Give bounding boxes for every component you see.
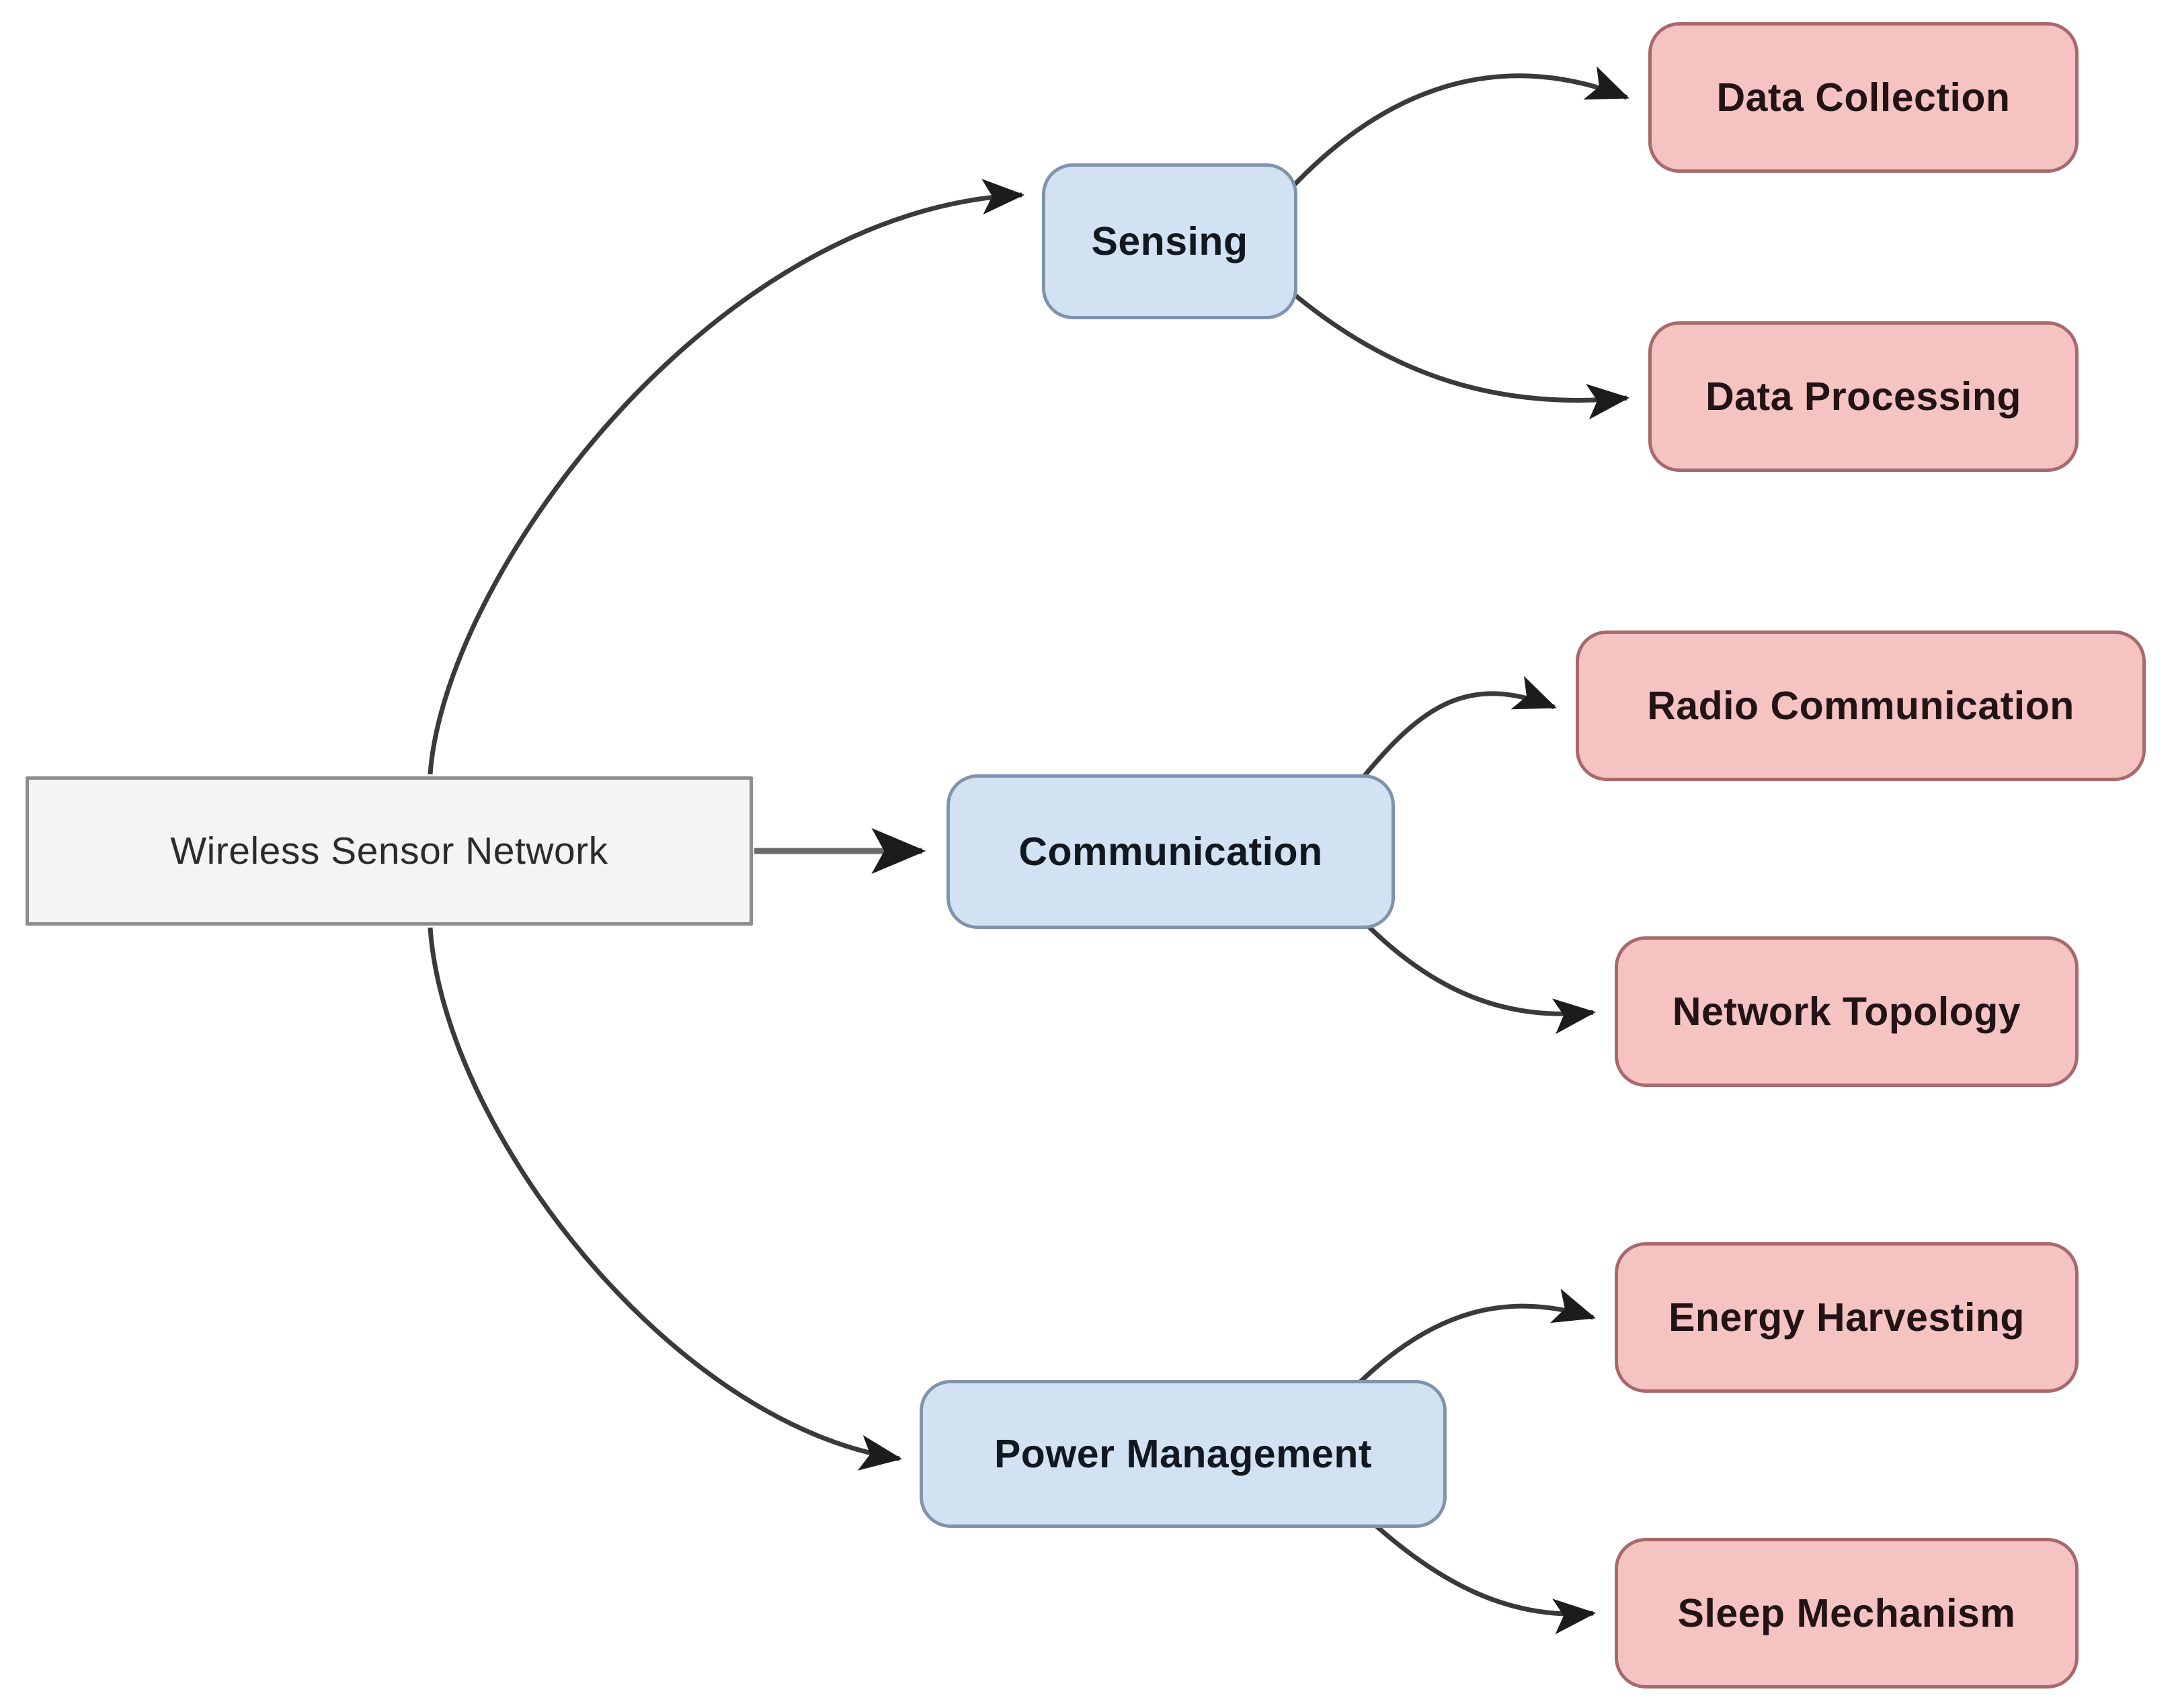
node-label-communication: Communication [1018, 829, 1323, 874]
node-label-network-topology: Network Topology [1672, 989, 2021, 1034]
node-label-radio-communication: Radio Communication [1647, 683, 2074, 728]
node-sleep-mechanism[interactable]: Sleep Mechanism [1615, 1538, 2079, 1689]
edge-sensing-data-collection [1286, 66, 1629, 194]
node-power-management[interactable]: Power Management [920, 1380, 1447, 1528]
node-communication[interactable]: Communication [946, 774, 1395, 929]
node-label-power-management: Power Management [994, 1431, 1373, 1476]
edge-power-energy [1353, 1289, 1597, 1389]
edge-sensing-data-processing [1287, 288, 1630, 420]
node-energy-harvesting[interactable]: Energy Harvesting [1615, 1242, 2079, 1393]
node-wireless-sensor-network[interactable]: Wireless Sensor Network [26, 776, 753, 926]
node-label-energy-harvesting: Energy Harvesting [1668, 1295, 2025, 1340]
node-label-sensing: Sensing [1091, 218, 1248, 263]
node-data-processing[interactable]: Data Processing [1648, 321, 2079, 472]
edge-communication-topology [1348, 905, 1597, 1034]
node-sensing[interactable]: Sensing [1042, 163, 1297, 319]
edge-root-power [428, 927, 903, 1471]
node-label-sleep-mechanism: Sleep Mechanism [1677, 1590, 2016, 1635]
node-label-wireless-sensor-network: Wireless Sensor Network [170, 829, 608, 872]
node-label-data-processing: Data Processing [1705, 374, 2021, 419]
node-label-data-collection: Data Collection [1716, 75, 2011, 120]
node-network-topology[interactable]: Network Topology [1615, 936, 2079, 1087]
node-radio-communication[interactable]: Radio Communication [1576, 631, 2146, 781]
edge-root-sensing [428, 179, 1025, 775]
node-data-collection[interactable]: Data Collection [1648, 22, 2079, 173]
